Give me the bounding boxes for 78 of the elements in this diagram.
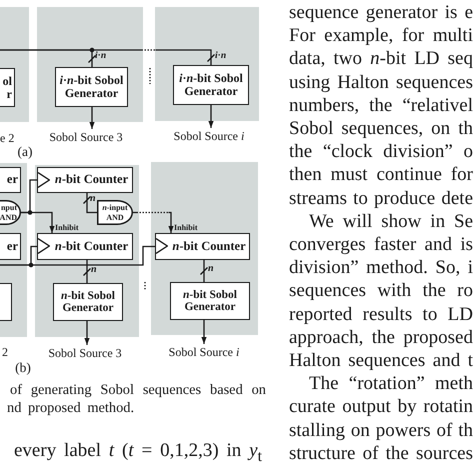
signal-line bbox=[0, 49, 212, 65]
signal-arrow bbox=[21, 212, 55, 233]
body-text-line: We will show in Se bbox=[309, 210, 473, 233]
generator-block bbox=[55, 67, 128, 107]
counter-label: n-bit Counter bbox=[54, 173, 128, 187]
body-text-line: sequences with the ro bbox=[289, 279, 473, 303]
generator-block bbox=[170, 282, 250, 320]
source-panel bbox=[35, 165, 139, 337]
and-gate bbox=[97, 200, 133, 225]
signal-arrow bbox=[89, 107, 95, 129]
body-text-line: curate output by rotatin bbox=[289, 395, 473, 419]
body-text-line: data, two n-bit LD seq bbox=[289, 47, 473, 71]
signal-arrow bbox=[84, 321, 90, 345]
figure-caption: of generating Sobol sequences based on nd proposed method. bbox=[7, 381, 266, 417]
counter-block bbox=[37, 233, 133, 260]
and-gate bbox=[0, 200, 21, 225]
counter-block bbox=[155, 233, 250, 260]
generator-block bbox=[173, 65, 249, 105]
body-text-line: numbers, the “relativel bbox=[289, 94, 473, 117]
body-text-line: the “clock division” o bbox=[289, 140, 473, 164]
bus-width-label: n bbox=[208, 264, 214, 274]
signal-arrow bbox=[208, 105, 214, 128]
body-text-line: using Halton sequences bbox=[289, 70, 473, 94]
bus-width-label: i·n bbox=[215, 52, 226, 62]
bus-width-label: i·n bbox=[95, 52, 106, 62]
generator-label: i·n-bit Sobol Generator bbox=[58, 74, 124, 100]
body-text-line: structure of the sources bbox=[289, 442, 473, 465]
body-text-line: For example, for multi bbox=[289, 24, 473, 48]
source-panel bbox=[37, 7, 143, 122]
body-text-line: streams to produce dete bbox=[289, 186, 473, 210]
counter-label: er bbox=[6, 240, 18, 254]
output-label: Sobol Source i bbox=[162, 128, 256, 144]
counter-block bbox=[0, 167, 21, 193]
signal-label: Inhibit bbox=[174, 224, 198, 232]
generator-label: n-bit Sobol Generator bbox=[60, 290, 116, 314]
gate-label: n-input AND bbox=[101, 202, 129, 222]
subfigure-label: (b) bbox=[14, 360, 32, 376]
source-panel bbox=[0, 7, 29, 122]
subfigure-label: (a) bbox=[16, 144, 34, 160]
body-text-line: stalling on powers of th bbox=[289, 418, 473, 442]
gate-label: nput AND bbox=[0, 202, 17, 222]
body-text-line: converges faster and is bbox=[289, 233, 473, 256]
output-label: Sobol Source 3 bbox=[38, 345, 132, 361]
signal-arrow bbox=[201, 320, 207, 344]
counter-block bbox=[0, 233, 21, 260]
source-panel bbox=[155, 7, 259, 121]
counter-label: er bbox=[6, 173, 18, 187]
generator-block bbox=[0, 283, 12, 321]
body-text-line: reported results to LD bbox=[289, 302, 473, 326]
body-text-line: then must continue for bbox=[289, 163, 473, 187]
output-label: 2 bbox=[2, 344, 9, 360]
signal-arrow bbox=[133, 212, 174, 233]
signal-line bbox=[203, 260, 205, 282]
output-label: Sobol Source i bbox=[157, 344, 251, 360]
body-text-line: division” method. So, i bbox=[289, 256, 473, 280]
bus-width-label: n bbox=[90, 194, 96, 204]
counter-label: n-bit Counter bbox=[172, 240, 246, 254]
source-panel bbox=[0, 163, 27, 337]
body-text-line: every label t (t = 0,1,2,3) in y$_{t}$ bbox=[14, 439, 262, 467]
signal-line bbox=[86, 260, 88, 283]
body-text-line: Sobol sequences, on th bbox=[289, 117, 473, 140]
output-label: e 2 bbox=[0, 130, 16, 146]
body-text-line: approach, the proposed bbox=[289, 326, 473, 349]
output-label: Sobol Source 3 bbox=[39, 129, 133, 145]
generator-label: i·n-bit Sobol Generator bbox=[178, 72, 244, 98]
generator-block bbox=[0, 68, 15, 107]
signal-line bbox=[86, 193, 97, 214]
counter-label: n-bit Counter bbox=[54, 240, 128, 254]
body-text-line: sequence generator is e bbox=[289, 1, 473, 24]
bus-width-label: n bbox=[91, 265, 97, 275]
signal-label: Inhibit bbox=[55, 224, 79, 232]
generator-label: ol r bbox=[2, 74, 12, 100]
generator-block bbox=[53, 283, 123, 321]
body-text-line: Halton sequences and t bbox=[289, 349, 473, 372]
counter-block bbox=[37, 167, 133, 193]
source-panel bbox=[151, 162, 258, 335]
body-text-line: The “rotation” meth bbox=[309, 372, 473, 396]
generator-label: n-bit Sobol Generator bbox=[182, 288, 238, 314]
